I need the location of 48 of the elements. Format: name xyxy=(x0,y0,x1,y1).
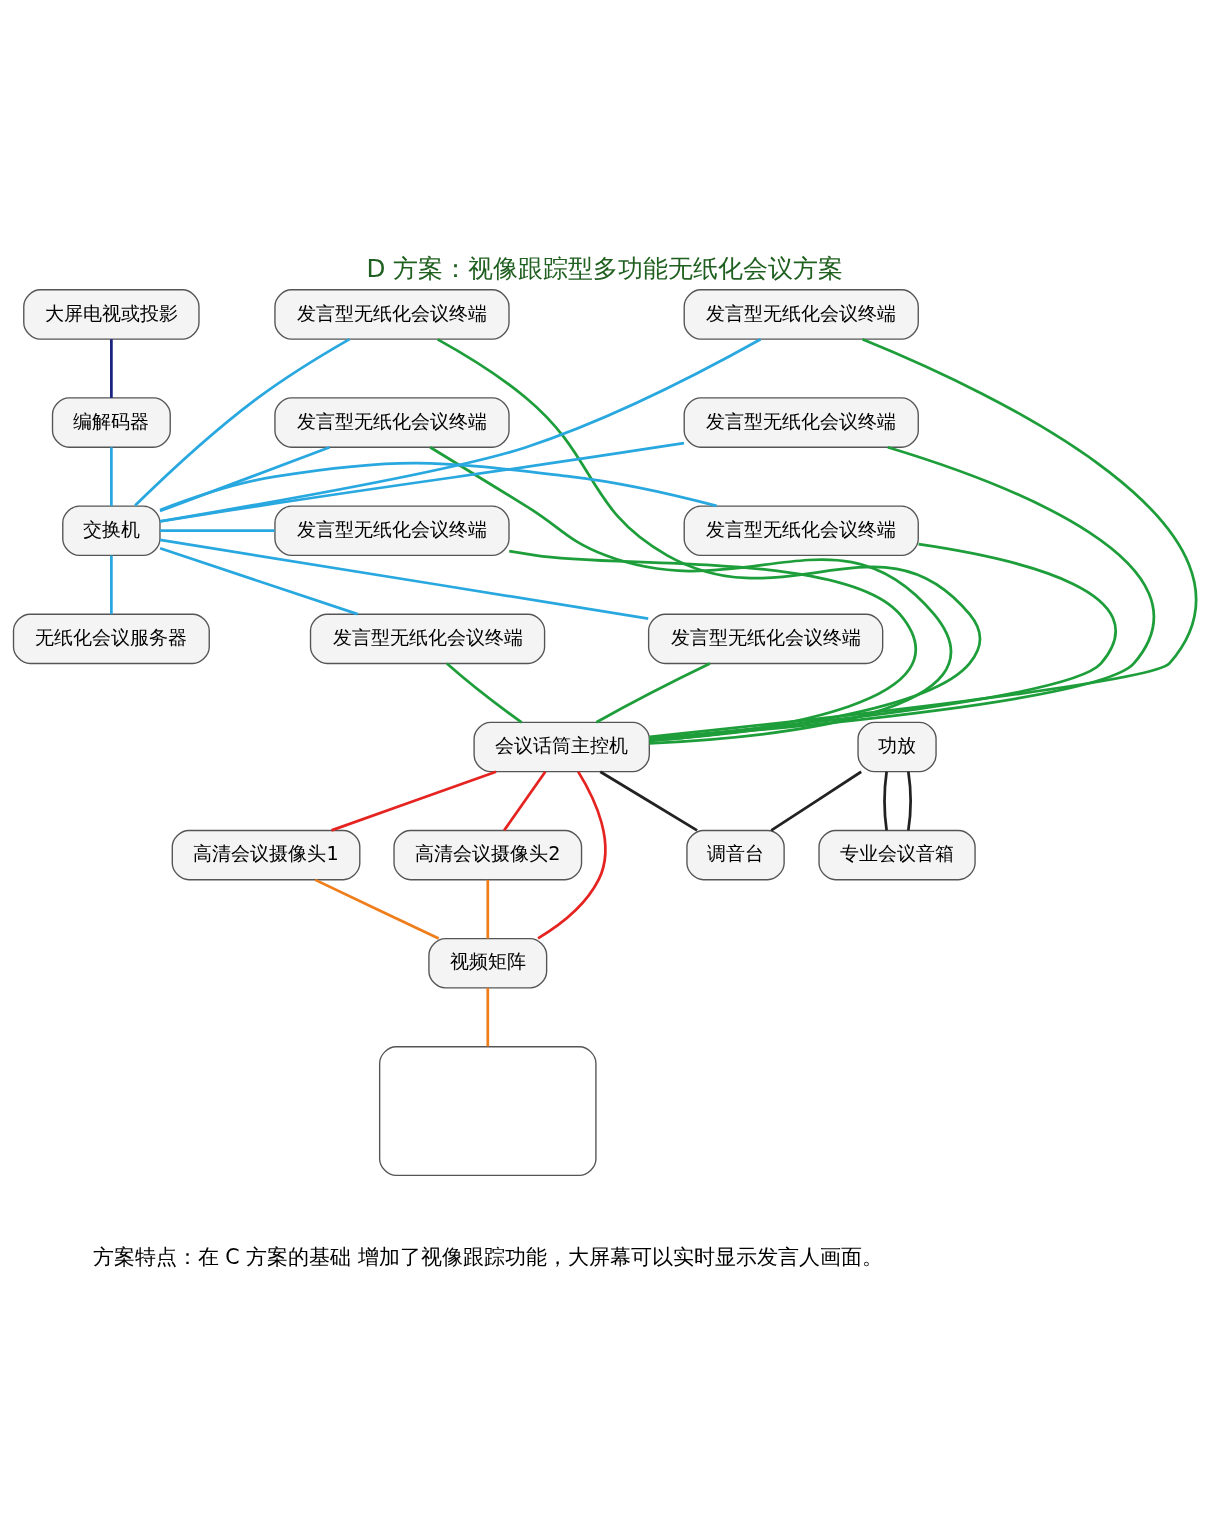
node-box: 无纸化会议服务器 xyxy=(12,613,210,665)
node-box: 发言型无纸化会议终端 xyxy=(309,613,546,665)
node-box: 调音台 xyxy=(686,829,785,881)
connector xyxy=(446,662,523,724)
diagram-title: D 方案：视像跟踪型多功能无纸化会议方案 xyxy=(366,253,844,283)
connector xyxy=(134,337,351,507)
node-box: 大屏电视或投影 xyxy=(23,289,200,340)
connector xyxy=(110,555,113,615)
node-box: 视频矩阵 xyxy=(428,937,548,989)
connector xyxy=(436,338,982,742)
node-box: 专业会议音箱 xyxy=(818,829,976,881)
connector xyxy=(159,441,685,523)
connector xyxy=(160,338,762,523)
connector xyxy=(509,549,917,743)
connector xyxy=(159,446,331,513)
connector xyxy=(537,770,607,940)
node-box: 会议话筒主控机 xyxy=(473,721,650,773)
connector xyxy=(160,529,275,533)
node-box: 发言型无纸化会议终端 xyxy=(647,613,884,665)
node-box: 发言型无纸化会议终端 xyxy=(683,505,919,557)
connector xyxy=(110,339,113,398)
connector xyxy=(503,770,547,832)
node-box: 发言型无纸化会议终端 xyxy=(683,397,919,448)
connector xyxy=(883,771,888,831)
node-box: 高清会议摄像头1 xyxy=(171,829,361,881)
connector xyxy=(595,662,711,724)
connector xyxy=(599,770,698,832)
node-box: 编解码器 xyxy=(51,397,171,448)
connector xyxy=(331,770,497,832)
node-box: 功放 xyxy=(857,721,937,773)
connector xyxy=(159,461,717,512)
node-box: 发言型无纸化会议终端 xyxy=(683,289,919,340)
connector xyxy=(486,987,490,1047)
node-box: 发言型无纸化会议终端 xyxy=(274,289,510,340)
connector xyxy=(159,547,359,616)
connector xyxy=(429,446,952,745)
node-box: 发言型无纸化会议终端 xyxy=(274,397,510,448)
connector xyxy=(486,879,490,939)
node-box: 发言型无纸化会议终端 xyxy=(274,505,510,557)
connector xyxy=(159,538,649,620)
connector xyxy=(907,771,912,831)
connector xyxy=(770,770,862,832)
node-box xyxy=(378,1046,597,1177)
connector xyxy=(314,878,440,940)
node-box: 高清会议摄像头2 xyxy=(393,829,583,881)
connector xyxy=(110,447,113,506)
node-box: 交换机 xyxy=(62,505,161,557)
caption: 方案特点：在 C 方案的基础 增加了视像跟踪功能，大屏幕可以实时显示发言人画面。 xyxy=(92,1244,883,1269)
